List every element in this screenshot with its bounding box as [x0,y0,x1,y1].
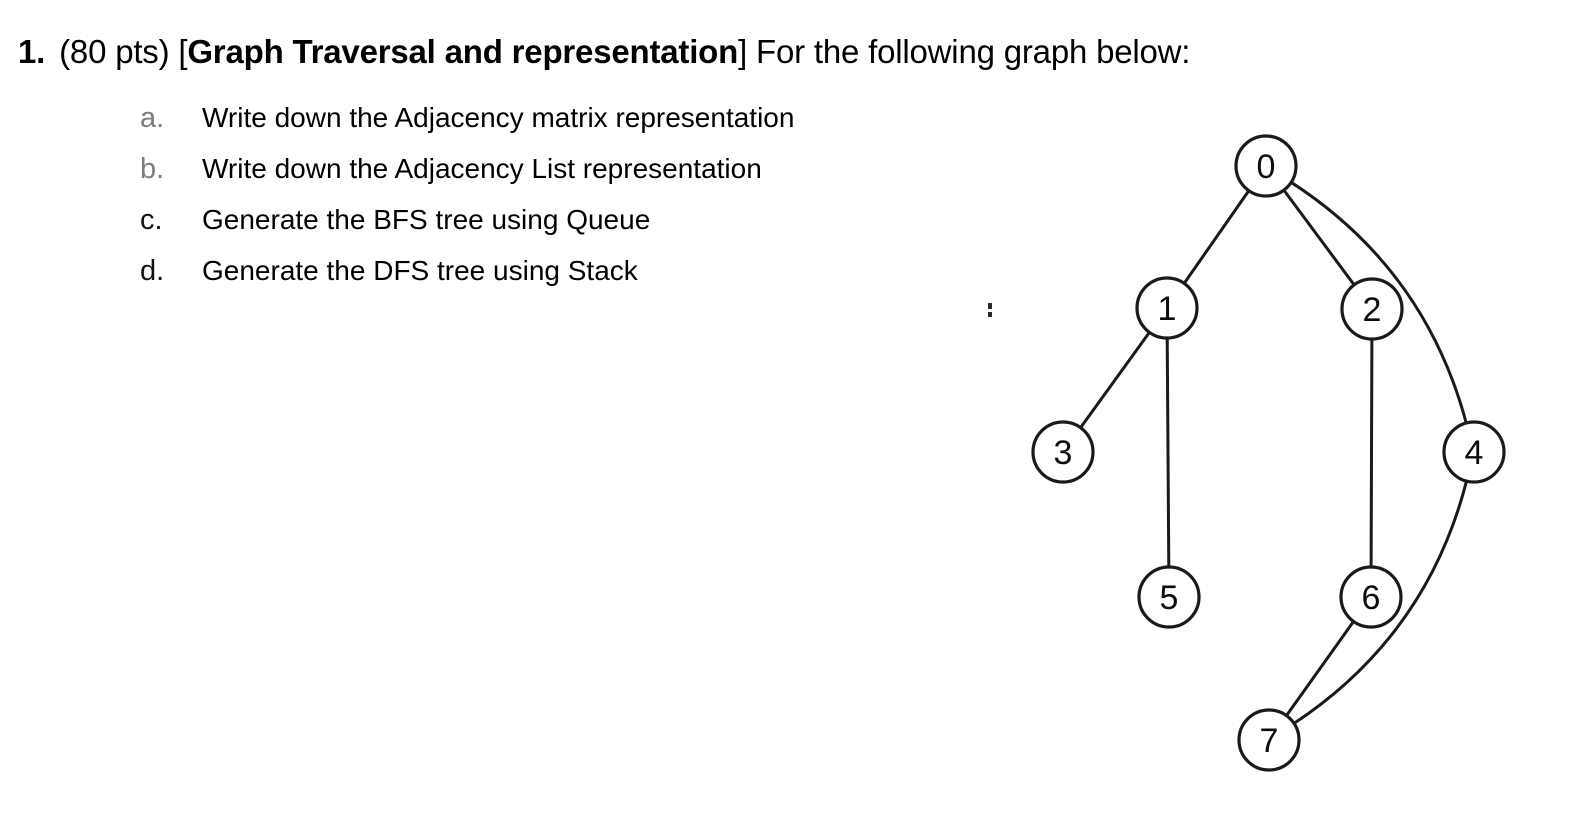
list-marker-c: c. [140,204,163,236]
graph-edge-0-1 [1182,189,1251,285]
graph-node-circle-0 [1234,134,1298,198]
graph-node-2[interactable]: 2 [1340,277,1404,341]
graph-node-label-5: 5 [1160,579,1179,617]
question-number: 1. [18,33,46,70]
list-marker-d: d. [140,255,165,287]
graph-node-circle-2 [1340,277,1404,341]
list-item-d: d. Generate the DFS tree using Stack [140,245,1000,296]
graph-node-4[interactable]: 4 [1442,420,1506,484]
stray-ink-speck-0 [988,303,992,309]
graph-node-label-0: 0 [1257,148,1276,186]
graph-node-circle-6 [1339,565,1403,629]
graph-node-7[interactable]: 7 [1237,708,1301,772]
graph-node-label-2: 2 [1363,291,1382,329]
graph-edge-2-6 [1369,337,1374,569]
list-marker-a: a. [140,102,165,134]
graph-node-label-7: 7 [1260,722,1279,760]
list-text-b: Write down the Adjacency List representa… [202,153,762,184]
graph-edge-4-7 [1292,479,1469,725]
graph-node-label-3: 3 [1054,434,1073,472]
question-title-suffix: ] For the following graph below: [738,33,1191,70]
stray-ink-speck-1 [988,312,992,317]
graph-diagram: 0 1 2 3 4 5 6 7 [960,110,1560,810]
graph-svg: 0 1 2 3 4 5 6 7 [988,134,1506,772]
question-points: (80 pts) [ [59,33,188,70]
graph-node-6[interactable]: 6 [1339,565,1403,629]
list-item-a: a. Write down the Adjacency matrix repre… [140,92,1000,143]
graph-node-label-1: 1 [1158,290,1177,328]
graph-node-circle-4 [1442,420,1506,484]
graph-node-circle-1 [1135,276,1199,340]
graph-node-circle-5 [1137,565,1201,629]
question-title-bold: Graph Traversal and representation [187,33,739,70]
list-text-c: Generate the BFS tree using Queue [202,204,651,235]
graph-node-label-4: 4 [1465,434,1484,472]
graph-node-0[interactable]: 0 [1234,134,1298,198]
list-text-a: Write down the Adjacency matrix represen… [202,102,795,133]
list-item-c: c. Generate the BFS tree using Queue [140,194,1000,245]
graph-edge-0-4 [1289,180,1468,425]
graph-node-circle-7 [1237,708,1301,772]
graph-node-5[interactable]: 5 [1137,565,1201,629]
graph-edges [1079,180,1469,725]
question-heading: 1. (80 pts) [Graph Traversal and represen… [18,32,1498,72]
graph-node-1[interactable]: 1 [1135,276,1199,340]
list-item-b: b. Write down the Adjacency List represe… [140,143,1000,194]
graph-edge-0-2 [1282,188,1356,287]
graph-edge-1-5 [1165,336,1171,569]
stray-ink-mark [988,303,992,317]
graph-node-label-6: 6 [1362,579,1381,617]
graph-node-circle-3 [1031,420,1095,484]
graph-nodes: 0 1 2 3 4 5 6 7 [1031,134,1506,772]
list-text-d: Generate the DFS tree using Stack [202,255,638,286]
sub-item-list: a. Write down the Adjacency matrix repre… [140,92,1000,296]
graph-edge-6-7 [1284,619,1356,718]
graph-node-3[interactable]: 3 [1031,420,1095,484]
list-marker-b: b. [140,153,165,185]
graph-edge-1-3 [1079,330,1151,430]
